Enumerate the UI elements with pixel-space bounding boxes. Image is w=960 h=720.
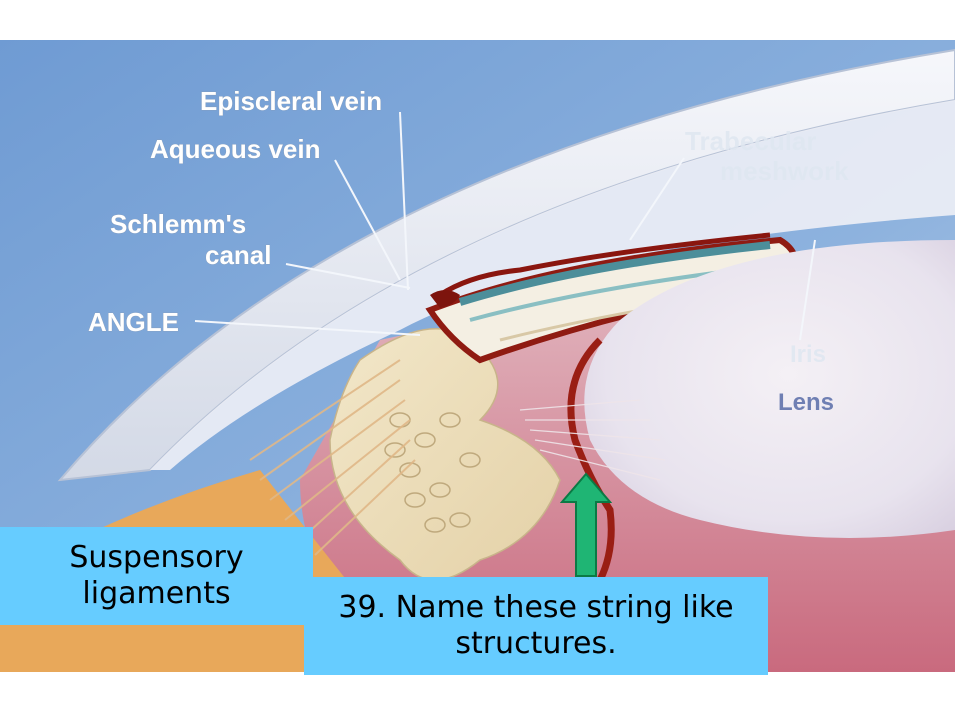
label-iris: Iris [790, 341, 826, 368]
answer-text: Suspensory ligaments [69, 540, 244, 611]
iris-pigment [458, 241, 771, 306]
label-episcleral-vein: Episcleral vein [200, 86, 382, 116]
question-box: 39. Name these string like structures. [304, 577, 768, 675]
lens [584, 240, 955, 538]
angle-vessel [430, 290, 460, 308]
suspensory-ligaments [519, 399, 666, 481]
cornea-inner [150, 100, 955, 470]
pointer-arrow-icon [560, 472, 612, 577]
label-angle: ANGLE [88, 307, 179, 337]
label-trabecular-line2: meshwork [720, 156, 849, 186]
label-trabecular-line1: Trabecular [685, 126, 817, 156]
question-text: 39. Name these string like structures. [338, 590, 734, 661]
leader-lines [194, 111, 816, 341]
label-schlemms-canal-line2: canal [205, 240, 272, 270]
label-lens: Lens [778, 389, 834, 416]
label-aqueous-vein: Aqueous vein [150, 134, 320, 164]
ciliary-fibers [249, 359, 416, 556]
vessel-red-top [438, 232, 771, 298]
vessel-red-outline [567, 337, 615, 582]
label-schlemms-canal-line1: Schlemm's [110, 209, 246, 239]
answer-box: Suspensory ligaments [0, 527, 313, 625]
